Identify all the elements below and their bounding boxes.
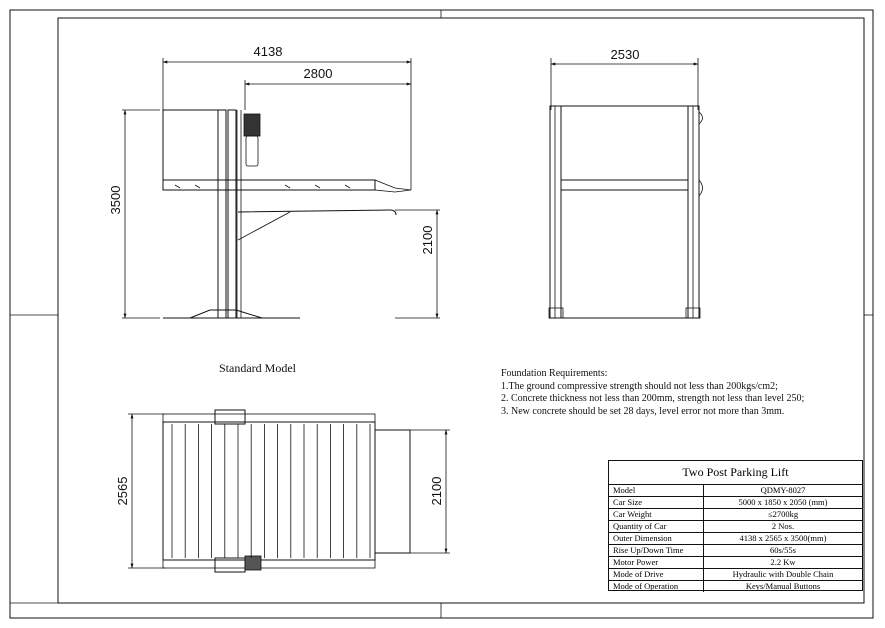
spec-value: 4138 x 2565 x 3500(mm): [703, 532, 862, 545]
dim-top-depth: 2100: [429, 477, 444, 506]
table-row: Model QDMY-8027: [609, 485, 862, 497]
dim-front-platform: 2800: [304, 66, 333, 81]
spec-value: 2 Nos.: [703, 520, 862, 533]
standard-model-caption: Standard Model: [219, 361, 296, 375]
foundation-requirements: Foundation Requirements: 1.The ground co…: [501, 368, 804, 418]
foundation-item-3: 3. New concrete should be set 28 days, l…: [501, 405, 785, 417]
dim-front-height: 3500: [108, 186, 123, 215]
drawing-frame: [9, 9, 874, 619]
spec-value: ≤2700kg: [703, 508, 862, 521]
spec-table-title: Two Post Parking Lift: [609, 461, 862, 485]
spec-value: 2.2 Kw: [703, 556, 862, 569]
spec-label: Rise Up/Down Time: [609, 544, 704, 557]
spec-label: Car Size: [609, 496, 704, 509]
foundation-item-2: 2. Concrete thickness not less than 200m…: [501, 393, 805, 405]
spec-value: Hydraulic with Double Chain: [703, 568, 862, 581]
spec-label: Car Weight: [609, 508, 704, 521]
spec-label: Mode of Drive: [609, 568, 704, 581]
dim-front-width: 4138: [254, 44, 283, 59]
spec-value: 60s/55s: [703, 544, 862, 557]
front-view: [122, 58, 440, 319]
spec-value: 5000 x 1850 x 2050 (mm): [703, 496, 862, 509]
dim-side-width: 2530: [611, 47, 640, 62]
side-view: [548, 58, 703, 319]
table-row: Car Weight≤2700kg: [609, 508, 862, 521]
foundation-item-1: 1.The ground compressive strength should…: [501, 380, 778, 392]
spec-value: Keys/Manual Buttons: [703, 580, 862, 592]
spec-label: Quantity of Car: [609, 520, 704, 533]
spec-label: Motor Power: [609, 556, 704, 569]
dim-front-rise: 2100: [420, 226, 435, 255]
spec-label: Outer Dimension: [609, 532, 704, 545]
spec-label: Model: [609, 485, 704, 497]
spec-label: Mode of Operation: [609, 580, 704, 592]
foundation-title: Foundation Requirements:: [501, 368, 608, 379]
top-view: [128, 409, 450, 573]
spec-table: Two Post Parking Lift Model QDMY-8027 Car…: [608, 460, 863, 592]
spec-value: QDMY-8027: [760, 485, 806, 495]
dim-top-width: 2565: [115, 477, 130, 506]
